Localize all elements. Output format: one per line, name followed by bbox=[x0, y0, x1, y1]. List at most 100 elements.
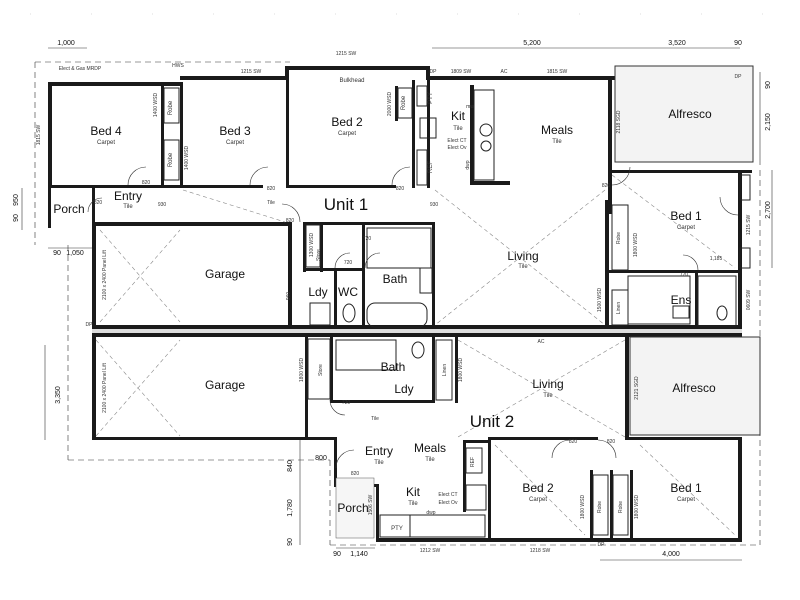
room-bed3-floor: Carpet bbox=[226, 140, 244, 146]
hws-label: HWS bbox=[172, 63, 184, 69]
door-720-ens: 720 bbox=[680, 272, 689, 278]
room-living-u2-floor: Tile bbox=[543, 393, 553, 399]
door-820-bed3: 820 bbox=[267, 186, 276, 192]
room-meals-u2-name: Meals bbox=[414, 441, 446, 455]
elect-ct-label-u2: Elect CT bbox=[438, 492, 457, 498]
elect-ov-label-u2: Elect Ov bbox=[439, 500, 458, 506]
door-720-ldy-u2: 720 bbox=[342, 400, 351, 406]
wsd-1500-u1: 1500 WSD bbox=[597, 288, 603, 313]
panel-lift-u1: 2100 x 2400 Panel Lift bbox=[102, 250, 108, 300]
window-1809sw: 1809 SW bbox=[451, 69, 472, 75]
pty-label-u1: PTY bbox=[428, 92, 434, 104]
window-1215sw-top: 1215 SW bbox=[336, 51, 357, 57]
mw-label: mw bbox=[466, 104, 474, 110]
room-bath-u2-name: Bath bbox=[381, 360, 406, 374]
room-living-u1-name: Living bbox=[507, 249, 538, 263]
dp-label-party: DP bbox=[86, 322, 94, 328]
room-bed1-u1-name: Bed 1 bbox=[670, 209, 702, 223]
door-820-entry-u2: 820 bbox=[351, 471, 360, 477]
window-1215sw-bed3: 1215 SW bbox=[241, 69, 262, 75]
sgd-2121-u2: 2121 SGD bbox=[634, 376, 640, 400]
window-1212sw: 1212 SW bbox=[420, 548, 441, 554]
room-bed2-u1-floor: Carpet bbox=[338, 131, 356, 137]
ceiling-diagonals bbox=[95, 174, 736, 536]
room-meals-u1-name: Meals bbox=[541, 123, 573, 137]
dim-90-top: 90 bbox=[734, 40, 742, 47]
room-living-u2-name: Living bbox=[532, 377, 563, 391]
window-1815sw-bed4: 1815 SW bbox=[36, 124, 42, 145]
room-garage-u1-name: Garage bbox=[205, 267, 245, 281]
wsd-1800-linen-u2: 1800 WSD bbox=[458, 358, 464, 383]
room-bed2-u1-name: Bed 2 bbox=[331, 115, 363, 129]
ac-label-u2: AC bbox=[538, 339, 545, 345]
door-820-garage: 820 bbox=[286, 218, 295, 224]
elect-gas-label: Elect & Gas MRDP bbox=[59, 66, 102, 72]
unit2-title: Unit 2 bbox=[470, 412, 514, 431]
window-1218sw: 1218 SW bbox=[530, 548, 551, 554]
dim-950: 950 bbox=[13, 194, 20, 206]
elect-ov-label-u1: Elect Ov bbox=[448, 145, 467, 151]
door-820-entry: 820 bbox=[94, 200, 103, 206]
dim-90-left: 90 bbox=[13, 214, 20, 222]
sgd-2118-u1: 2118 SGD bbox=[616, 110, 622, 133]
robe-label-bed1-u1: Robe bbox=[616, 232, 622, 244]
room-meals-u1-floor: Tile bbox=[552, 139, 562, 145]
robe-label-bed3: Robe bbox=[168, 100, 174, 115]
door-820-bed2-u2: 820 bbox=[569, 439, 578, 445]
fixture-labels: Robe Robe Robe PTY REF Bulkhead Elect CT… bbox=[36, 51, 752, 554]
alfresco-areas bbox=[335, 65, 761, 539]
room-entry-u2-floor: Tile bbox=[374, 460, 384, 466]
wsd-1400-bed3: 1400 WSD bbox=[184, 146, 190, 171]
room-bed4-floor: Carpet bbox=[97, 140, 115, 146]
room-garage-u2-name: Garage bbox=[205, 378, 245, 392]
door-820-bed1: 820 bbox=[602, 183, 611, 189]
robe-label-bed2: Robe bbox=[401, 95, 407, 110]
dim-90-mid: 90 bbox=[53, 250, 61, 257]
dim-1000: 1,000 bbox=[57, 40, 75, 47]
window-0609sw: 0609 SW bbox=[746, 289, 752, 310]
wsd-1800-bed2-u2: 1800 WSD bbox=[580, 495, 586, 520]
dp-label-alfresco: DP bbox=[735, 74, 743, 80]
store-label-u2: Store bbox=[318, 364, 324, 376]
room-alfresco-u2-name: Alfresco bbox=[672, 381, 716, 395]
dim-2150: 2,150 bbox=[765, 113, 772, 131]
door-720-bath-u1: 720 bbox=[363, 236, 372, 242]
tile-label-hall-u2: Tile bbox=[371, 416, 379, 422]
door-820-bed2: 820 bbox=[396, 186, 405, 192]
dimension-lines bbox=[21, 47, 773, 561]
room-bed1-u1-floor: Carpet bbox=[677, 225, 695, 231]
dim-1780: 1,780 bbox=[287, 499, 294, 517]
dim-3350: 3,350 bbox=[55, 386, 62, 404]
door-720-wc-u1: 720 bbox=[344, 260, 353, 266]
panel-lift-u2: 2100 x 2400 Panel Lift bbox=[102, 363, 108, 413]
dim-840: 840 bbox=[287, 460, 294, 472]
wsd-2000-bed2: 2000 WSD bbox=[387, 92, 393, 117]
room-kit-u2-floor: Tile bbox=[408, 501, 418, 507]
room-ldy-u1-name: Ldy bbox=[308, 285, 327, 299]
robe-label-bed1-u2: Robe bbox=[618, 501, 624, 513]
room-bed3-name: Bed 3 bbox=[219, 124, 251, 138]
site-boundary bbox=[34, 61, 761, 546]
room-wc-u1-name: WC bbox=[338, 285, 358, 299]
unit1-title: Unit 1 bbox=[324, 195, 368, 214]
room-meals-u2-floor: Tile bbox=[425, 457, 435, 463]
room-porch-u2-name: Porch bbox=[337, 501, 368, 515]
dim-1185-ens: 1,185 bbox=[710, 256, 723, 262]
wsd-1800-store-u2: 1800 WSD bbox=[299, 358, 305, 383]
robe-label-bed2-u2: Robe bbox=[597, 501, 603, 513]
dim-1140: 1,140 bbox=[350, 551, 368, 558]
dp-label-u1: DP bbox=[430, 69, 438, 75]
door-820-bed4: 820 bbox=[142, 180, 151, 186]
linen-label-u1: Linen bbox=[616, 302, 622, 314]
dim-2700: 2,700 bbox=[765, 201, 772, 219]
room-bed2-u2-name: Bed 2 bbox=[522, 481, 554, 495]
pty-label-u2: PTY bbox=[391, 526, 403, 532]
room-entry-u2-name: Entry bbox=[365, 444, 393, 458]
room-entry-u1-floor: Tile bbox=[123, 204, 133, 210]
room-ldy-u2-name: Ldy bbox=[394, 382, 413, 396]
wsd-1800-bed1-u1: 1800 WSD bbox=[633, 233, 639, 258]
room-bed1-u2-floor: Carpet bbox=[677, 497, 695, 503]
linen-label-u2: Linen bbox=[442, 364, 448, 376]
dim-5200: 5,200 bbox=[523, 40, 541, 47]
elect-ct-label-u1: Elect CT bbox=[447, 138, 466, 144]
